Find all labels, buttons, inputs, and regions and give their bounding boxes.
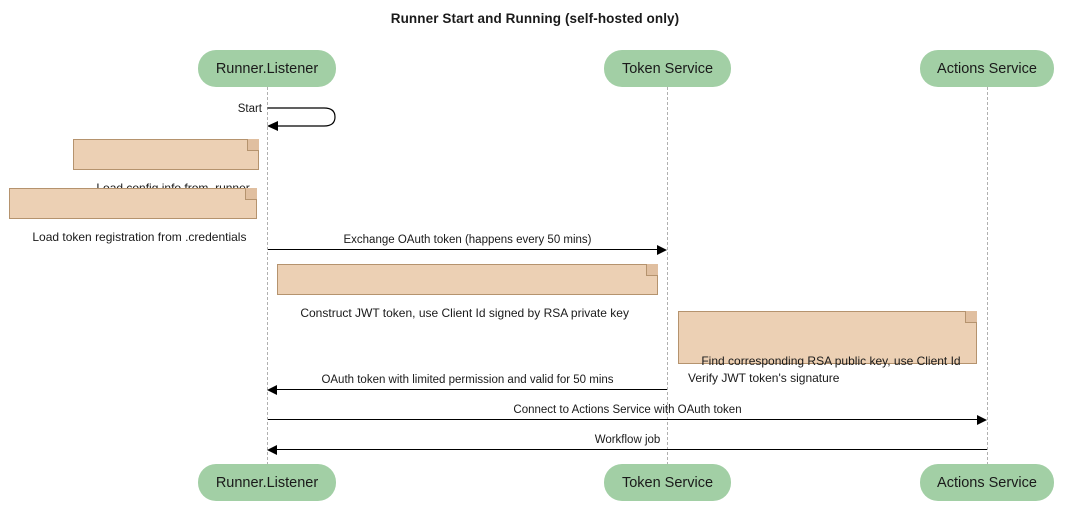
note-construct-jwt-token-text: Construct JWT token, use Client Id signe… — [300, 306, 629, 320]
message-label-exchange-oauth-token: Exchange OAuth token (happens every 50 m… — [343, 234, 592, 246]
note-construct-jwt-token: Construct JWT token, use Client Id signe… — [277, 264, 658, 320]
actor-header-actions-label: Actions Service — [937, 60, 1037, 77]
actor-header-actions[interactable]: Actions Service — [920, 50, 1054, 87]
message-arrowhead-connect-to-actions-service — [977, 414, 987, 425]
actor-footer-runner-label: Runner.Listener — [215, 474, 319, 491]
note-verify-jwt-signature: Find corresponding RSA public key, use C… — [678, 311, 977, 385]
actor-header-token[interactable]: Token Service — [604, 50, 731, 87]
note-load-token-registration-text: Load token registration from .credential… — [32, 230, 247, 244]
message-arrowhead-workflow-job — [267, 444, 277, 455]
message-line-connect-to-actions-service — [268, 419, 978, 420]
message-line-oauth-token-response — [277, 389, 667, 390]
message-arrow-start — [262, 100, 342, 136]
note-fold-corner-icon — [245, 188, 257, 200]
note-fold-corner-icon — [646, 264, 658, 276]
message-label-oauth-token-response: OAuth token with limited permission and … — [321, 374, 614, 386]
note-load-config-info: Load config info from .runner — [73, 139, 259, 195]
lifeline-actions — [987, 87, 988, 465]
page-title: Runner Start and Running (self-hosted on… — [390, 11, 680, 26]
lifeline-token — [667, 87, 668, 465]
note-verify-jwt-signature-text: Find corresponding RSA public key, use C… — [688, 354, 961, 385]
note-fold-corner-icon — [965, 311, 977, 323]
actor-footer-token-label: Token Service — [621, 474, 714, 491]
actor-footer-token[interactable]: Token Service — [604, 464, 731, 501]
note-fold-corner-icon — [247, 139, 259, 151]
message-line-exchange-oauth-token — [268, 249, 658, 250]
message-label-workflow-job: Workflow job — [594, 434, 661, 446]
message-label-connect-to-actions-service: Connect to Actions Service with OAuth to… — [513, 404, 742, 416]
message-line-workflow-job — [277, 449, 987, 450]
actor-header-token-label: Token Service — [621, 60, 714, 77]
message-arrowhead-oauth-token-response — [267, 384, 277, 395]
lifeline-runner — [267, 87, 268, 465]
actor-footer-actions[interactable]: Actions Service — [920, 464, 1054, 501]
note-load-token-registration: Load token registration from .credential… — [9, 188, 257, 244]
message-arrowhead-exchange-oauth-token — [657, 244, 667, 255]
actor-header-runner[interactable]: Runner.Listener — [198, 50, 336, 87]
actor-header-runner-label: Runner.Listener — [215, 60, 319, 77]
actor-footer-actions-label: Actions Service — [937, 474, 1037, 491]
message-label-start: Start — [237, 103, 262, 115]
actor-footer-runner[interactable]: Runner.Listener — [198, 464, 336, 501]
